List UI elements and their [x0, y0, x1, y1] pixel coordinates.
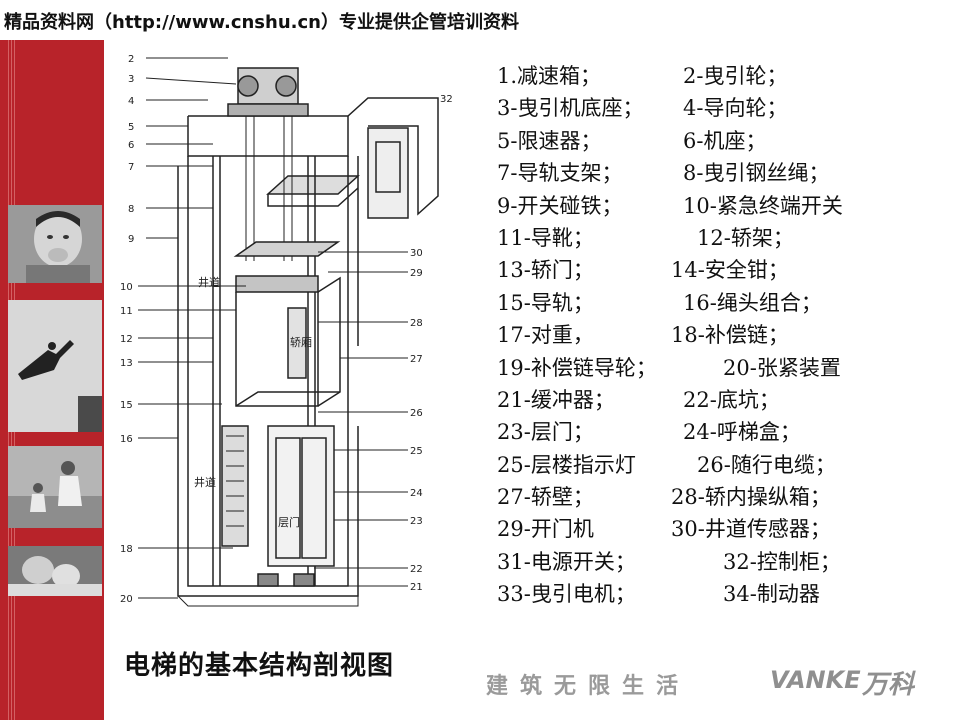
legend-item: 9-开关碰铁； — [497, 193, 623, 218]
legend-row: 31-电源开关； 32-控制柜； — [497, 546, 917, 578]
diagram-label-32: 32 — [440, 94, 453, 105]
elevator-diagram: 2 3 4 5 6 7 8 9 10 11 12 13 15 16 18 20 … — [120, 54, 453, 607]
diagram-label-6: 6 — [128, 140, 134, 151]
legend-item: 33-曳引电机； — [497, 582, 636, 607]
legend-item: 15-导轨； — [497, 290, 594, 315]
brand-slogan: 建筑无限生活 — [486, 674, 691, 699]
legend-row: 1.减速箱； 2-曳引轮； — [497, 60, 917, 92]
legend-row: 25-层楼指示灯 26-随行电缆； — [497, 449, 917, 481]
photo-family — [8, 446, 102, 528]
diagram-label-27: 27 — [410, 354, 423, 365]
legend-row: 19-补偿链导轮； 20-张紧装置 — [497, 352, 917, 384]
watermark-header: 精品资料网（http://www.cnshu.cn）专业提供企管培训资料 — [0, 0, 519, 40]
legend-item: 32-控制柜； — [723, 549, 841, 574]
brand-logo: VANKE — [770, 666, 861, 694]
diagram-label-3: 3 — [128, 74, 134, 85]
diagram-title: 电梯的基本结构剖视图 — [124, 651, 395, 681]
diagram-label-5: 5 — [128, 122, 134, 133]
diagram-label-24: 24 — [410, 488, 423, 499]
legend-row: 17-对重， 18-补偿链； — [497, 319, 917, 351]
legend-row: 29-开门机 30-井道传感器； — [497, 513, 917, 545]
legend-item: 34-制动器 — [723, 582, 820, 607]
legend-item: 14-安全钳； — [671, 258, 789, 283]
legend-row: 15-导轨； 16-绳头组合； — [497, 287, 917, 319]
diagram-label-9: 9 — [128, 234, 134, 245]
legend-item: 30-井道传感器； — [671, 517, 831, 542]
legend-row: 27-轿壁； 28-轿内操纵箱； — [497, 481, 917, 513]
diagram-label-13: 13 — [120, 358, 133, 369]
diagram-label-29: 29 — [410, 268, 423, 279]
legend-item: 20-张紧装置 — [723, 355, 841, 380]
legend-item: 28-轿内操纵箱； — [671, 485, 831, 510]
legend-item: 4-导向轮； — [683, 96, 788, 121]
zone-car: 轿厢 — [290, 335, 312, 349]
legend-item: 11-导靴； — [497, 225, 594, 250]
diagram-label-22: 22 — [410, 564, 423, 575]
diagram-label-21: 21 — [410, 582, 423, 593]
diagram-label-25: 25 — [410, 446, 423, 457]
photo-mother-child — [8, 546, 102, 596]
legend-item: 27-轿壁； — [497, 485, 594, 510]
legend-item: 19-补偿链导轮； — [497, 355, 657, 380]
brand-logo-cn: 万科 — [862, 670, 915, 700]
legend-item: 26-随行电缆； — [697, 452, 836, 477]
photo-diver — [8, 300, 102, 432]
legend-item: 31-电源开关； — [497, 549, 636, 574]
diagram-label-16: 16 — [120, 434, 133, 445]
legend-row: 5-限速器； 6-机座； — [497, 125, 917, 157]
legend-item: 8-曳引钢丝绳； — [683, 161, 830, 186]
diagram-label-23: 23 — [410, 516, 423, 527]
legend-row: 33-曳引电机； 34-制动器 — [497, 578, 917, 610]
legend-row: 13-轿门； 14-安全钳； — [497, 254, 917, 286]
legend-row: 7-导轨支架； 8-曳引钢丝绳； — [497, 157, 917, 189]
diagram-label-15: 15 — [120, 400, 133, 411]
legend-item: 29-开门机 — [497, 517, 594, 542]
legend-item: 25-层楼指示灯 — [497, 452, 636, 477]
diagram-label-10: 10 — [120, 282, 133, 293]
diagram-label-11: 11 — [120, 306, 133, 317]
legend-item: 17-对重， — [497, 323, 594, 348]
zone-hoistway-upper: 井道 — [198, 275, 220, 289]
legend-row: 23-层门； 24-呼梯盒； — [497, 416, 917, 448]
diagram-label-8: 8 — [128, 204, 134, 215]
legend-item: 10-紧急终端开关 — [683, 193, 843, 218]
legend-item: 24-呼梯盒； — [683, 420, 801, 445]
legend-row: 21-缓冲器； 22-底坑； — [497, 384, 917, 416]
legend-item: 16-绳头组合； — [683, 290, 822, 315]
diagram-label-30: 30 — [410, 248, 423, 259]
diagram-label-4: 4 — [128, 96, 134, 107]
legend-row: 9-开关碰铁； 10-紧急终端开关 — [497, 190, 917, 222]
diagram-label-28: 28 — [410, 318, 423, 329]
legend-item: 18-补偿链； — [671, 323, 789, 348]
diagram-label-2: 2 — [128, 54, 134, 65]
diagram-label-26: 26 — [410, 408, 423, 419]
zone-landing-door: 层门 — [278, 515, 300, 529]
legend-item: 3-曳引机底座； — [497, 96, 644, 121]
legend-row: 3-曳引机底座； 4-导向轮； — [497, 92, 917, 124]
legend-item: 2-曳引轮； — [683, 64, 788, 88]
legend-item: 13-轿门； — [497, 258, 594, 283]
diagram-label-20: 20 — [120, 594, 133, 605]
legend-item: 7-导轨支架； — [497, 161, 623, 186]
legend-item: 12-轿架； — [697, 225, 794, 250]
legend-row: 11-导靴； 12-轿架； — [497, 222, 917, 254]
zone-hoistway-lower: 井道 — [194, 475, 216, 489]
legend-item: 1.减速箱； — [497, 64, 602, 88]
photo-child — [8, 205, 102, 283]
diagram-label-12: 12 — [120, 334, 133, 345]
diagram-label-18: 18 — [120, 544, 133, 555]
legend-item: 6-机座； — [683, 128, 767, 153]
legend-item: 21-缓冲器； — [497, 387, 615, 412]
legend-item: 22-底坑； — [683, 387, 780, 412]
component-legend: 1.减速箱；2-曳引轮； 3-曳引机底座；4-导向轮； 5-限速器；6-机座； … — [497, 60, 917, 611]
legend-item: 23-层门； — [497, 420, 594, 445]
legend-item: 5-限速器； — [497, 128, 602, 153]
diagram-label-7: 7 — [128, 162, 134, 173]
